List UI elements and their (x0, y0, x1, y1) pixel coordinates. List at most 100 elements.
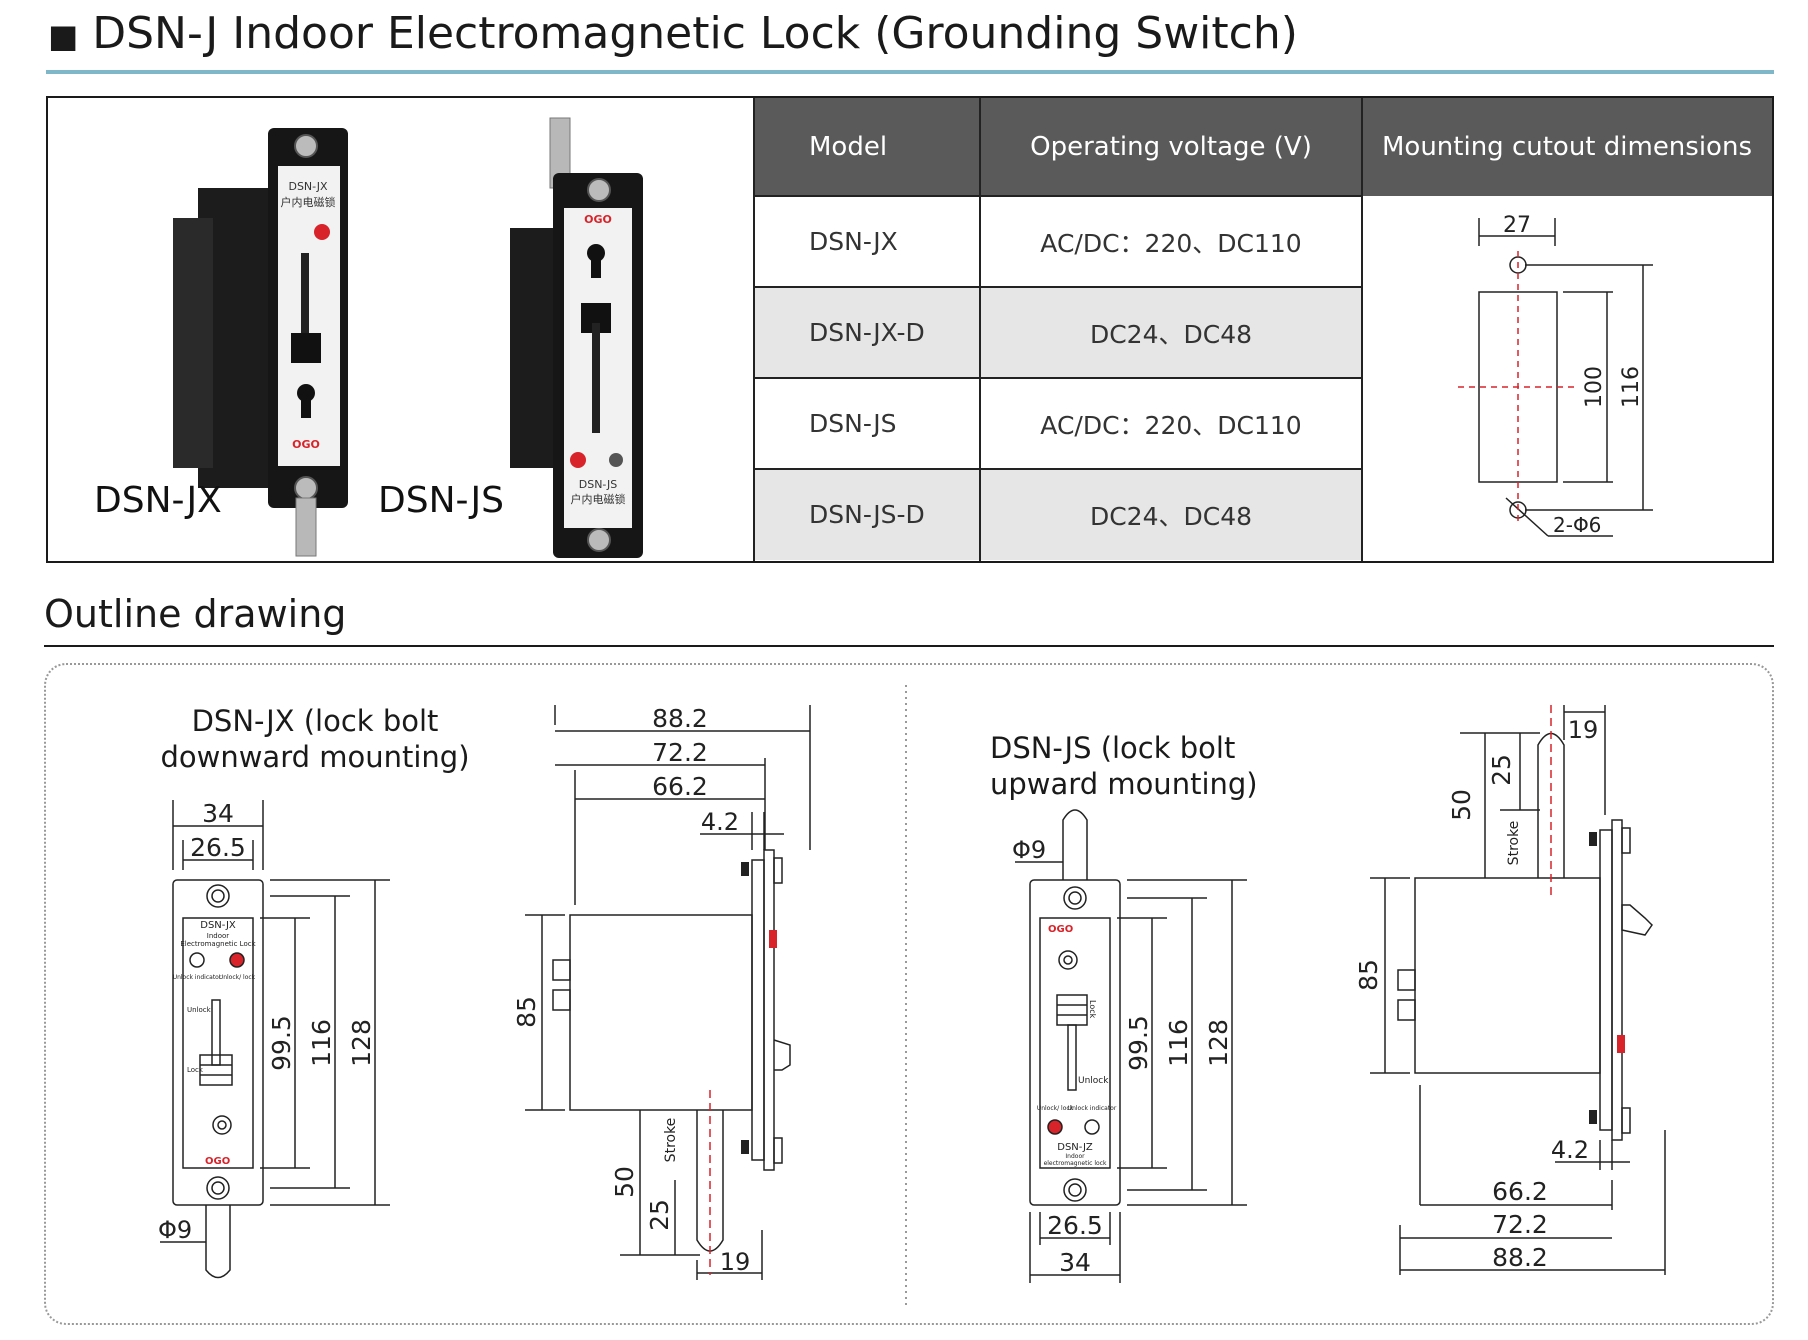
jx-front-d2: 116 (307, 1019, 336, 1067)
jx-photo-model: DSN-JX (288, 180, 328, 193)
js-photo-logo: OGO (584, 213, 612, 226)
jx-side-height: 85 (512, 996, 541, 1028)
js-front-d2: 116 (1164, 1019, 1193, 1067)
js-side-w2: 72.2 (1492, 1210, 1548, 1239)
js-front-inner-width: 26.5 (1047, 1211, 1103, 1240)
dsn-js-photo: OGO DSN-JS 户内电磁锁 (510, 117, 643, 558)
js-caption-line1: DSN-JS (lock bolt (990, 731, 1236, 765)
cutout-width: 27 (1503, 213, 1531, 238)
jx-front-d1: 99.5 (267, 1015, 296, 1071)
table-row-voltage: DC24、DC48 (980, 469, 1362, 560)
js-face-lock: Lock (1088, 1000, 1097, 1019)
js-side-stroke-val: 25 (1487, 754, 1516, 786)
table-row-voltage: DC24、DC48 (980, 287, 1362, 378)
table-divider (753, 98, 755, 561)
table-row-model: DSN-JS (809, 409, 897, 438)
js-front-width: 34 (1059, 1248, 1091, 1277)
js-face-model: DSN-JZ (1057, 1142, 1093, 1153)
table-divider (753, 468, 1362, 470)
jx-side-w3: 66.2 (652, 772, 708, 801)
jx-front-bolt: Φ9 (158, 1216, 192, 1244)
product-photos: DSN-JX 户内电磁锁 OGO OGO (48, 98, 753, 561)
table-header-model: Model (753, 98, 980, 196)
js-front-d1: 99.5 (1124, 1015, 1153, 1071)
jx-front-width: 34 (202, 799, 234, 828)
title-bullet: ■ (48, 17, 79, 55)
jx-side-w4: 4.2 (701, 808, 739, 836)
title-text: DSN-J Indoor Electromagnetic Lock (Groun… (92, 8, 1298, 59)
js-side-bolt-len: 50 (1447, 789, 1476, 821)
jx-side-stroke-val: 25 (645, 1199, 674, 1231)
outline-section-underline (44, 645, 1774, 647)
cutout-drawing: 27 100 116 2-Φ6 (1458, 213, 1653, 537)
jx-side-w1: 88.2 (652, 704, 708, 733)
jx-face-unlock-lock: Unlock/ lock (219, 974, 256, 981)
table-divider (1361, 98, 1363, 561)
jx-side-bolt-w: 19 (720, 1248, 751, 1276)
jx-face-logo: OGO (205, 1156, 230, 1167)
js-front-d3: 128 (1204, 1019, 1233, 1067)
table-divider (753, 377, 1362, 379)
js-front-view: OGO Lock Unlock Unlock/ lock Unlock indi… (1012, 809, 1247, 1283)
js-photo-model: DSN-JS (579, 478, 618, 491)
jx-caption-line2: downward mounting) (160, 740, 470, 774)
js-side-w1: 88.2 (1492, 1243, 1548, 1272)
jx-face-unlock: Unlock (187, 1006, 212, 1014)
table-header-cutout: Mounting cutout dimensions (1362, 98, 1772, 196)
js-side-height: 85 (1354, 959, 1383, 991)
product-photo-drawing: DSN-JX 户内电磁锁 OGO OGO (173, 117, 643, 558)
cutout-holes: 116 (1619, 366, 1644, 408)
jx-face-model: DSN-JX (200, 920, 236, 931)
js-face-unlock-indicator: Unlock indicator (1068, 1105, 1117, 1112)
page-title: ■ DSN-J Indoor Electromagnetic Lock (Gro… (48, 8, 1298, 59)
title-underline (46, 70, 1774, 74)
js-caption: DSN-JS (lock bolt upward mounting) (990, 730, 1290, 802)
jx-side-view: 88.2 72.2 66.2 4.2 85 50 25 Stroke 19 (512, 704, 811, 1280)
outline-drawing-box (44, 663, 1774, 1325)
jx-caption-line1: DSN-JX (lock bolt (191, 704, 439, 738)
table-row-voltage: AC/DC：220、DC110 (1040, 228, 1302, 258)
js-side-bolt-w: 19 (1568, 716, 1599, 744)
table-row-model: DSN-JX-D (753, 287, 980, 378)
js-side-view: 50 25 Stroke 19 85 4.2 66.2 72.2 88.2 (1354, 705, 1666, 1275)
jx-front-view: DSN-JX Indoor Electromagnetic Lock Unloc… (158, 799, 390, 1279)
table-row-model: DSN-JS-D (753, 469, 980, 560)
js-front-bolt: Φ9 (1012, 836, 1046, 864)
table-row-voltage: AC/DC：220、DC110 (1040, 410, 1302, 440)
cutout-hole-label: 2-Φ6 (1553, 513, 1601, 537)
js-side-stroke: Stroke (1506, 821, 1522, 866)
table-header-voltage: Operating voltage (V) (980, 98, 1362, 196)
js-face-sub2: electromagnetic lock (1044, 1160, 1107, 1167)
jx-face-sub2: Electromagnetic Lock (180, 940, 256, 948)
jx-side-w2: 72.2 (652, 738, 708, 767)
jx-photo-logo: OGO (292, 438, 320, 451)
table-divider (979, 98, 981, 561)
cutout-slot: 100 (1582, 366, 1607, 408)
table-divider (753, 286, 1362, 288)
dsn-jx-label: DSN-JX (94, 480, 222, 521)
js-face-logo: OGO (1048, 924, 1073, 935)
jx-front-d3: 128 (347, 1019, 376, 1067)
jx-face-lock: Lock (187, 1066, 204, 1074)
table-row-model: DSN-JX (809, 227, 898, 256)
js-side-w4: 4.2 (1551, 1136, 1589, 1164)
js-photo-subtitle: 户内电磁锁 (571, 492, 626, 506)
jx-caption: DSN-JX (lock bolt downward mounting) (150, 703, 480, 775)
js-caption-line2: upward mounting) (990, 767, 1258, 801)
js-face-unlock-lock: Unlock/ lock (1037, 1105, 1074, 1112)
dsn-js-label: DSN-JS (378, 480, 504, 521)
jx-face-unlock-indicator: Unlock indicator (173, 974, 222, 981)
dsn-jx-photo: DSN-JX 户内电磁锁 OGO (173, 128, 348, 557)
jx-front-inner-width: 26.5 (190, 833, 246, 862)
jx-photo-subtitle: 户内电磁锁 (281, 195, 336, 209)
js-side-w3: 66.2 (1492, 1177, 1548, 1206)
product-overview-panel: DSN-JX 户内电磁锁 OGO OGO (46, 96, 1774, 563)
jx-side-stroke: Stroke (663, 1118, 679, 1163)
table-divider (753, 195, 1362, 197)
outline-section-title: Outline drawing (44, 592, 347, 636)
jx-face-sub1: Indoor (207, 932, 230, 940)
jx-side-bolt-len: 50 (610, 1166, 639, 1198)
spec-table: Model Operating voltage (V) Mounting cut… (753, 98, 1772, 561)
js-face-sub1: Indoor (1065, 1153, 1085, 1160)
